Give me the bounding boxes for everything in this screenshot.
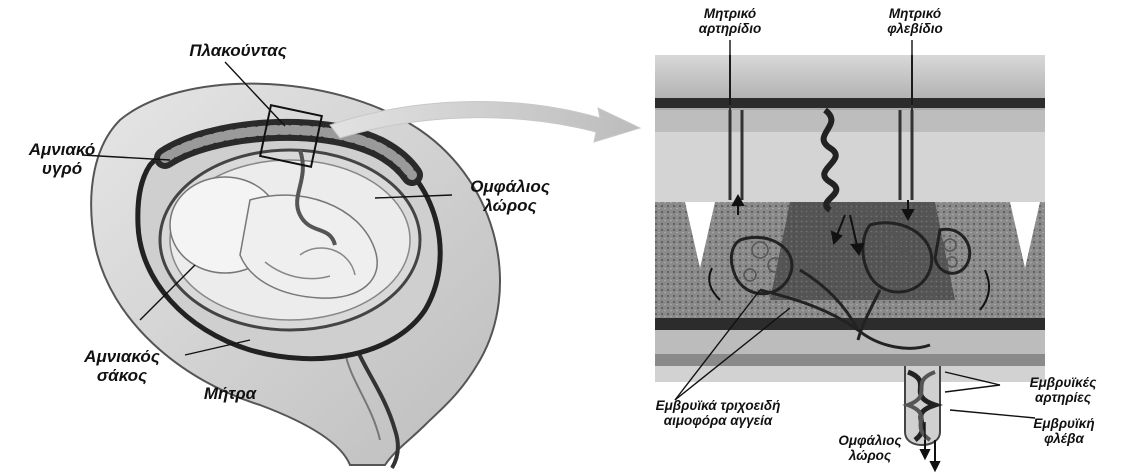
- label-fetal-vein: Εμβρυϊκή φλέβα: [1014, 416, 1114, 446]
- label-umbilical-cord-left: Ομφάλιος λώρος: [455, 177, 565, 215]
- label-amniotic-fluid: Αμνιακό υγρό: [16, 140, 108, 178]
- label-uterus: Μήτρα: [190, 384, 270, 403]
- label-fetal-arteries: Εμβρυϊκές αρτηρίες: [1008, 375, 1118, 405]
- label-amniotic-sac: Αμνιακός σάκος: [72, 347, 172, 385]
- label-fetal-capillaries: Εμβρυϊκά τριχοειδή αιμοφόρα αγγεία: [618, 398, 818, 428]
- label-placenta: Πλακούντας: [168, 41, 308, 60]
- label-maternal-venule: Μητρικό φλεβίδιο: [860, 6, 970, 36]
- label-umbilical-cord-right: Ομφάλιος λώρος: [825, 433, 915, 463]
- label-maternal-arteriole: Μητρικό αρτηρίδιο: [675, 6, 785, 36]
- uterus-drawing: [91, 84, 500, 468]
